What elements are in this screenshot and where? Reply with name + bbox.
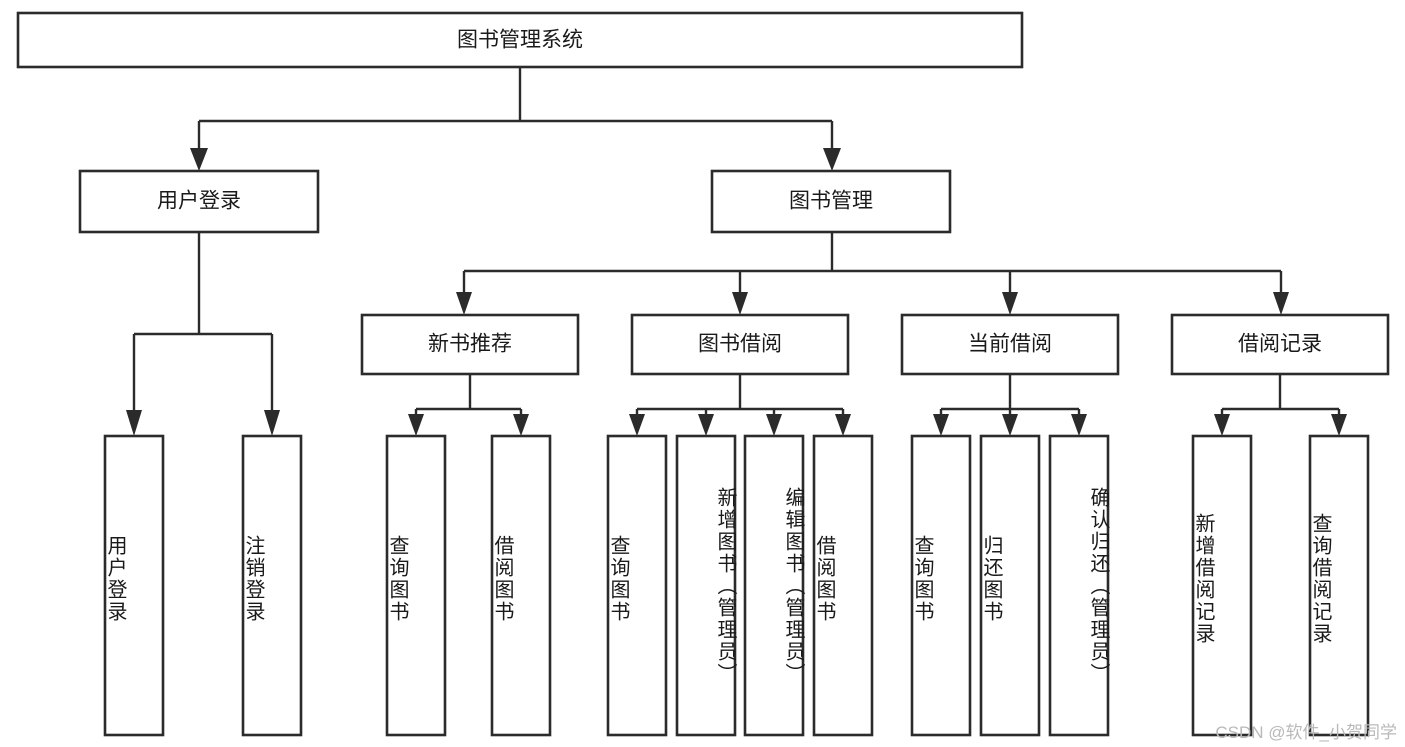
leaf-group-borrow-record xyxy=(1191,434,1370,737)
node-new-book-recommend-box[interactable] xyxy=(360,313,580,376)
connector-group-book-manage-to-level3 xyxy=(456,232,1289,315)
leaf-box-borrow-record-2[interactable] xyxy=(1308,434,1370,737)
arrow-head-leaf-current-borrow-1 xyxy=(933,414,949,436)
connector-group-root-to-level2 xyxy=(190,67,841,171)
connector-group-book-borrow-to-leaves xyxy=(629,374,851,436)
leaf-box-borrow-record-1[interactable] xyxy=(1191,434,1253,737)
leaf-box-current-borrow-1[interactable] xyxy=(910,434,972,737)
leaf-box-book-borrow-4[interactable] xyxy=(812,434,874,737)
node-book-manage-box[interactable] xyxy=(710,169,952,234)
leaf-box-new-book-2[interactable] xyxy=(490,434,552,737)
node-new-book-recommend-label: 新书推荐 xyxy=(428,333,512,356)
leaf-box-book-borrow-1[interactable] xyxy=(606,434,668,737)
leaf-group-new-book-recommend xyxy=(385,434,552,737)
connector-group-user-login-to-leaves xyxy=(126,232,280,436)
leaf-box-user-login-1[interactable] xyxy=(103,434,165,737)
arrow-head-leaf-new-book-1 xyxy=(408,414,424,436)
node-user-login-box[interactable] xyxy=(78,169,320,234)
arrow-head-borrow-record xyxy=(1273,292,1289,315)
node-current-borrow-label: 当前借阅 xyxy=(968,333,1052,356)
node-root-label: 图书管理系统 xyxy=(457,29,583,52)
node-current-borrow[interactable]: 当前借阅 xyxy=(900,313,1120,376)
node-borrow-record-label: 借阅记录 xyxy=(1238,333,1322,356)
arrow-head-leaf-user-login-1 xyxy=(126,410,142,436)
arrow-head-leaf-book-borrow-4 xyxy=(835,414,851,436)
leaf-group-user-login xyxy=(103,434,303,737)
connector-group-new-book-recommend-to-leaves xyxy=(408,374,529,436)
arrow-head-book-manage xyxy=(823,148,841,171)
node-book-borrow-box[interactable] xyxy=(630,313,850,376)
leaf-group-current-borrow xyxy=(910,434,1110,737)
arrow-head-leaf-current-borrow-2 xyxy=(1002,414,1018,436)
arrow-head-user-login xyxy=(190,148,208,171)
node-borrow-record[interactable]: 借阅记录 xyxy=(1170,313,1390,376)
node-root-box[interactable] xyxy=(16,11,1024,69)
node-book-borrow[interactable]: 图书借阅 xyxy=(630,313,850,376)
connector-group-current-borrow-to-leaves xyxy=(933,374,1087,436)
node-book-borrow-label: 图书借阅 xyxy=(698,333,782,356)
watermark-text: CSDN @软件_小贺同学 xyxy=(1215,723,1397,742)
node-user-login-label: 用户登录 xyxy=(157,190,241,213)
node-current-borrow-box[interactable] xyxy=(900,313,1120,376)
leaf-box-book-borrow-3[interactable] xyxy=(743,434,805,737)
arrow-head-leaf-new-book-2 xyxy=(513,414,529,436)
node-user-login[interactable]: 用户登录 xyxy=(78,169,320,234)
arrow-head-leaf-book-borrow-3 xyxy=(766,414,782,436)
leaf-group-book-borrow xyxy=(606,434,874,737)
node-book-manage-label: 图书管理 xyxy=(789,190,873,213)
node-new-book-recommend[interactable]: 新书推荐 xyxy=(360,313,580,376)
arrow-head-leaf-borrow-record-2 xyxy=(1331,414,1347,436)
leaf-box-current-borrow-3[interactable] xyxy=(1048,434,1110,737)
arrow-head-leaf-current-borrow-3 xyxy=(1071,414,1087,436)
arrow-head-new-book-recommend xyxy=(456,292,472,315)
node-book-manage[interactable]: 图书管理 xyxy=(710,169,952,234)
arrow-head-leaf-user-login-2 xyxy=(264,410,280,436)
node-root[interactable]: 图书管理系统 xyxy=(16,11,1024,69)
leaf-box-new-book-1[interactable] xyxy=(385,434,447,737)
arrow-head-book-borrow xyxy=(732,292,748,315)
leaf-box-user-login-2[interactable] xyxy=(241,434,303,737)
arrow-head-current-borrow xyxy=(1002,292,1018,315)
arrow-head-leaf-book-borrow-1 xyxy=(629,414,645,436)
node-borrow-record-box[interactable] xyxy=(1170,313,1390,376)
leaf-box-current-borrow-2[interactable] xyxy=(979,434,1041,737)
arrow-head-leaf-book-borrow-2 xyxy=(698,414,714,436)
leaf-box-book-borrow-2[interactable] xyxy=(675,434,737,737)
arrow-head-leaf-borrow-record-1 xyxy=(1214,414,1230,436)
connector-group-borrow-record-to-leaves xyxy=(1214,374,1347,436)
